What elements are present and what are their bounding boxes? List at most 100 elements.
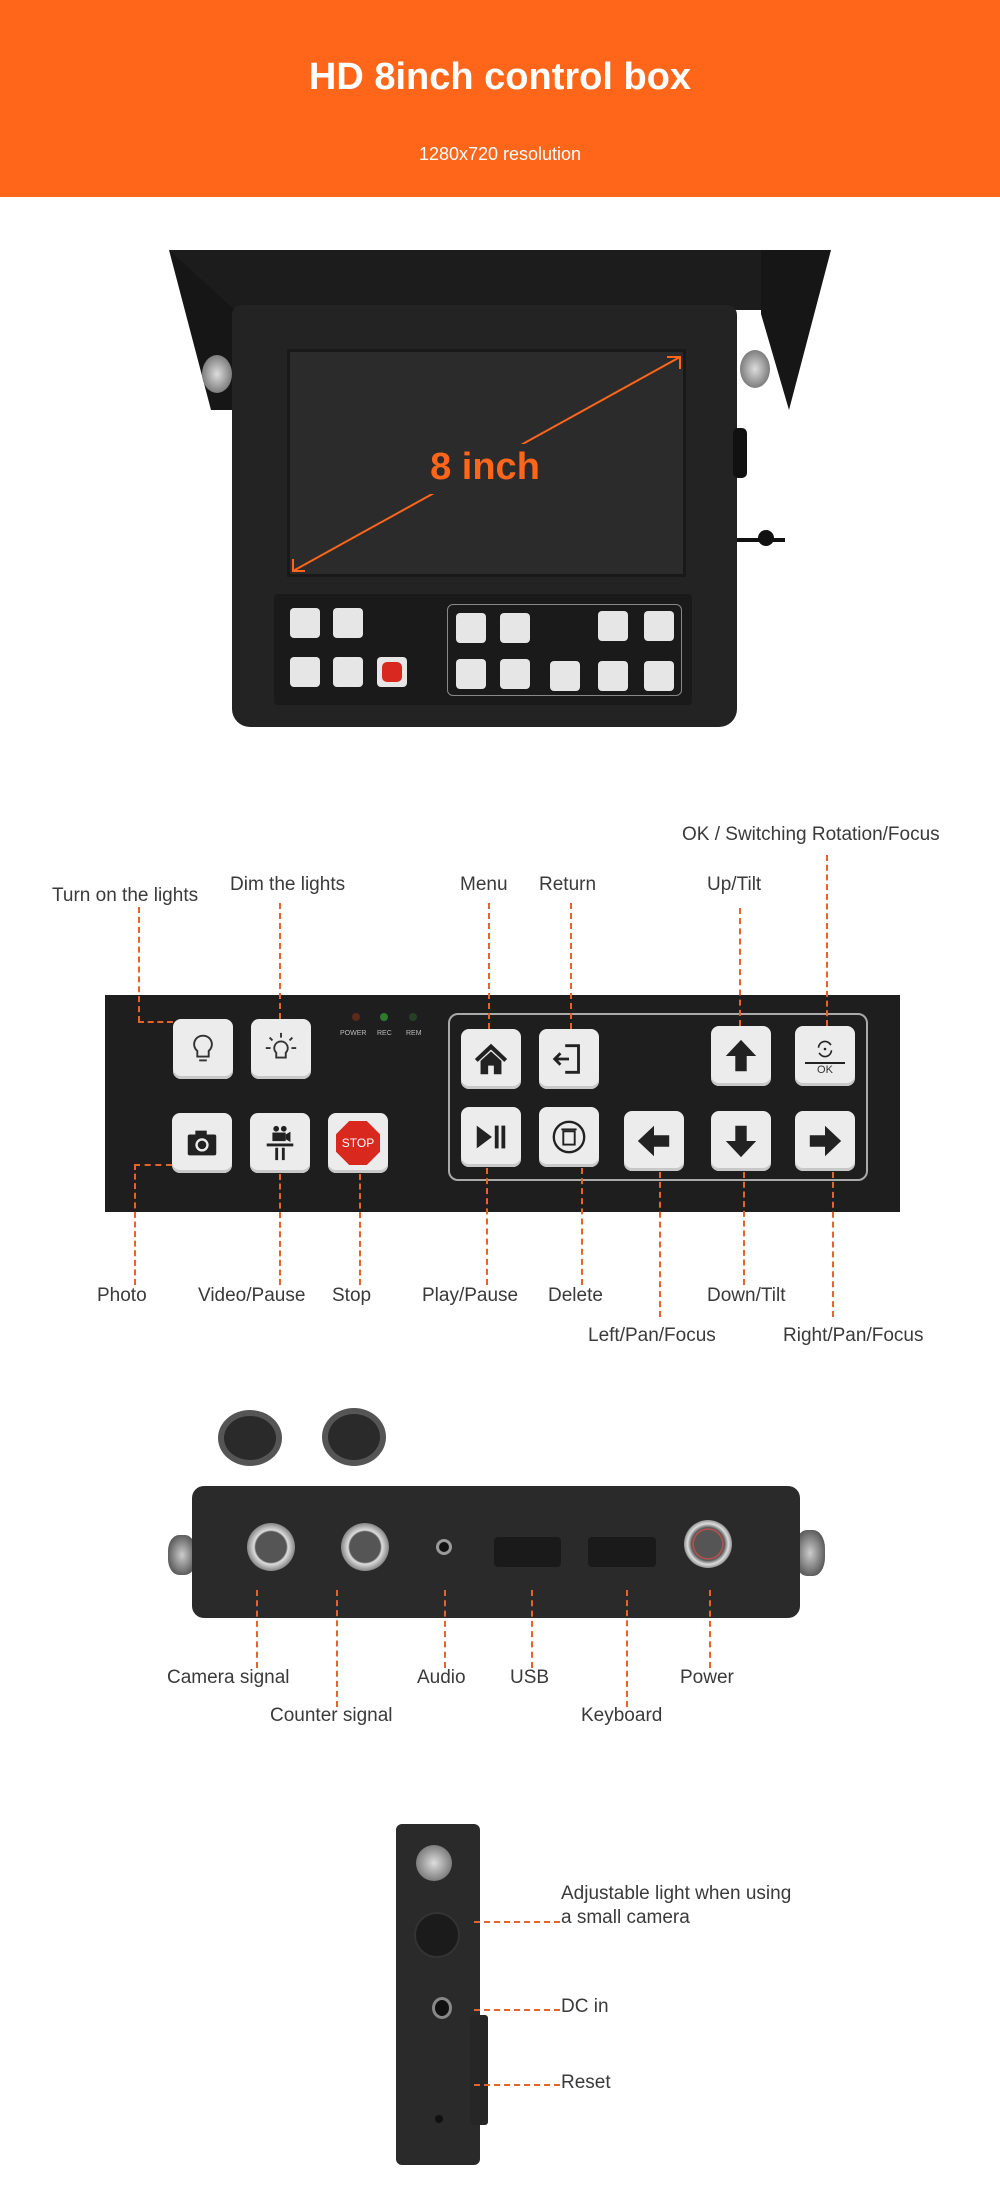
video-key-small: [333, 657, 363, 687]
lead-line: [531, 1590, 533, 1668]
play-pause-key[interactable]: [461, 1107, 521, 1167]
port-cap-counter: [322, 1408, 386, 1466]
arrow-up-icon: [725, 1039, 757, 1072]
lead-line: [134, 1164, 172, 1166]
dim-light-key[interactable]: [251, 1019, 311, 1079]
ok-key[interactable]: OK: [795, 1026, 855, 1086]
label-stop: Stop: [332, 1285, 372, 1306]
label-play-pause: Play/Pause: [422, 1285, 519, 1306]
exit-icon: [552, 1044, 580, 1074]
lead-line: [709, 1590, 711, 1668]
counter-connector: [341, 1523, 389, 1571]
menu-key[interactable]: [461, 1029, 521, 1089]
lead-line: [336, 1590, 338, 1707]
label-left: Left/Pan/Focus: [588, 1325, 716, 1346]
side-dial: [733, 428, 747, 478]
delete-key-small: [500, 659, 530, 689]
light-left: [168, 1535, 196, 1575]
camera-connector: [247, 1523, 295, 1571]
right-key[interactable]: [795, 1111, 855, 1171]
lead-line: [134, 1164, 136, 1285]
lead-line: [138, 907, 140, 1022]
return-key-small: [500, 613, 530, 643]
ok-key-small: [644, 611, 674, 641]
knob-left: [202, 355, 232, 393]
lead-line: [138, 1021, 173, 1023]
label-keyboard: Keyboard: [581, 1705, 663, 1726]
led-label-rem: REM: [406, 1030, 422, 1037]
dc-jack: [432, 1997, 452, 2019]
home-icon: [474, 1043, 508, 1075]
up-key-small: [598, 611, 628, 641]
arrow-left-icon: [637, 1125, 670, 1157]
left-key[interactable]: [624, 1111, 684, 1171]
lead-line: [570, 903, 572, 1029]
label-adjustable-light-2: a small camera: [561, 1907, 690, 1928]
label-camera-signal: Camera signal: [167, 1667, 290, 1688]
front-keypad: [274, 594, 692, 705]
audio-jack: [436, 1539, 452, 1555]
return-key[interactable]: [539, 1029, 599, 1089]
port-cap-camera: [218, 1410, 282, 1466]
arrow-right-icon: [809, 1125, 842, 1157]
lead-line: [826, 855, 828, 1026]
home-key-small: [456, 613, 486, 643]
label-dc-in: DC in: [561, 1996, 609, 2017]
led-label-rec: REC: [377, 1030, 392, 1037]
led-power: [352, 1013, 360, 1021]
nav-frame-small: [447, 604, 682, 696]
ok-key-label: OK: [805, 1062, 845, 1076]
video-pause-key[interactable]: [250, 1113, 310, 1173]
light-adjust-knob: [414, 1912, 460, 1958]
lead-line: [444, 1590, 446, 1668]
power-button: [684, 1520, 732, 1568]
diagonal-arrow: [292, 356, 681, 572]
lead-line: [359, 1174, 361, 1285]
rotate-icon: [817, 1040, 833, 1058]
video-camera-icon: [266, 1125, 294, 1161]
label-return: Return: [539, 874, 597, 895]
trash-icon: [552, 1120, 586, 1154]
label-ok-switch: OK / Switching Rotation/Focus: [682, 824, 940, 845]
dim-key-small: [333, 608, 363, 638]
sunshade-side-right: [761, 250, 831, 410]
label-menu: Menu: [460, 874, 508, 895]
stop-key[interactable]: STOP: [328, 1113, 388, 1173]
left-key-small: [550, 661, 580, 691]
light-right: [795, 1530, 825, 1576]
header-banner: HD 8inch control box 1280x720 resolution: [0, 0, 1000, 197]
lead-line: [474, 2009, 560, 2011]
lead-line: [256, 1590, 258, 1668]
keyboard-cover: [588, 1537, 656, 1567]
light-on-key[interactable]: [173, 1019, 233, 1079]
light-on-key-small: [290, 608, 320, 638]
arrow-down-icon: [725, 1125, 757, 1158]
delete-key[interactable]: [539, 1107, 599, 1167]
side-screw: [416, 1845, 452, 1881]
label-adjustable-light-1: Adjustable light when using: [561, 1883, 792, 1904]
up-key[interactable]: [711, 1026, 771, 1086]
label-video-pause: Video/Pause: [198, 1285, 306, 1306]
photo-key-small: [290, 657, 320, 687]
lead-line: [626, 1590, 628, 1707]
label-dim-lights: Dim the lights: [230, 874, 346, 895]
lead-line: [474, 2084, 560, 2086]
play-pause-icon: [476, 1125, 506, 1149]
label-delete: Delete: [548, 1285, 603, 1306]
down-key[interactable]: [711, 1111, 771, 1171]
lead-line: [474, 1921, 560, 1923]
label-power: Power: [680, 1667, 734, 1688]
page-subtitle: 1280x720 resolution: [418, 144, 582, 164]
stop-key-small: [377, 657, 407, 687]
photo-key[interactable]: [172, 1113, 232, 1173]
lead-line: [581, 1168, 583, 1285]
label-right: Right/Pan/Focus: [783, 1325, 924, 1346]
down-key-small: [598, 661, 628, 691]
label-turn-on-lights: Turn on the lights: [52, 885, 199, 906]
led-rec: [380, 1013, 388, 1021]
lead-line: [739, 908, 741, 1026]
lead-line: [486, 1168, 488, 1285]
lead-line: [659, 1172, 661, 1317]
play-key-small: [456, 659, 486, 689]
right-key-small: [644, 661, 674, 691]
